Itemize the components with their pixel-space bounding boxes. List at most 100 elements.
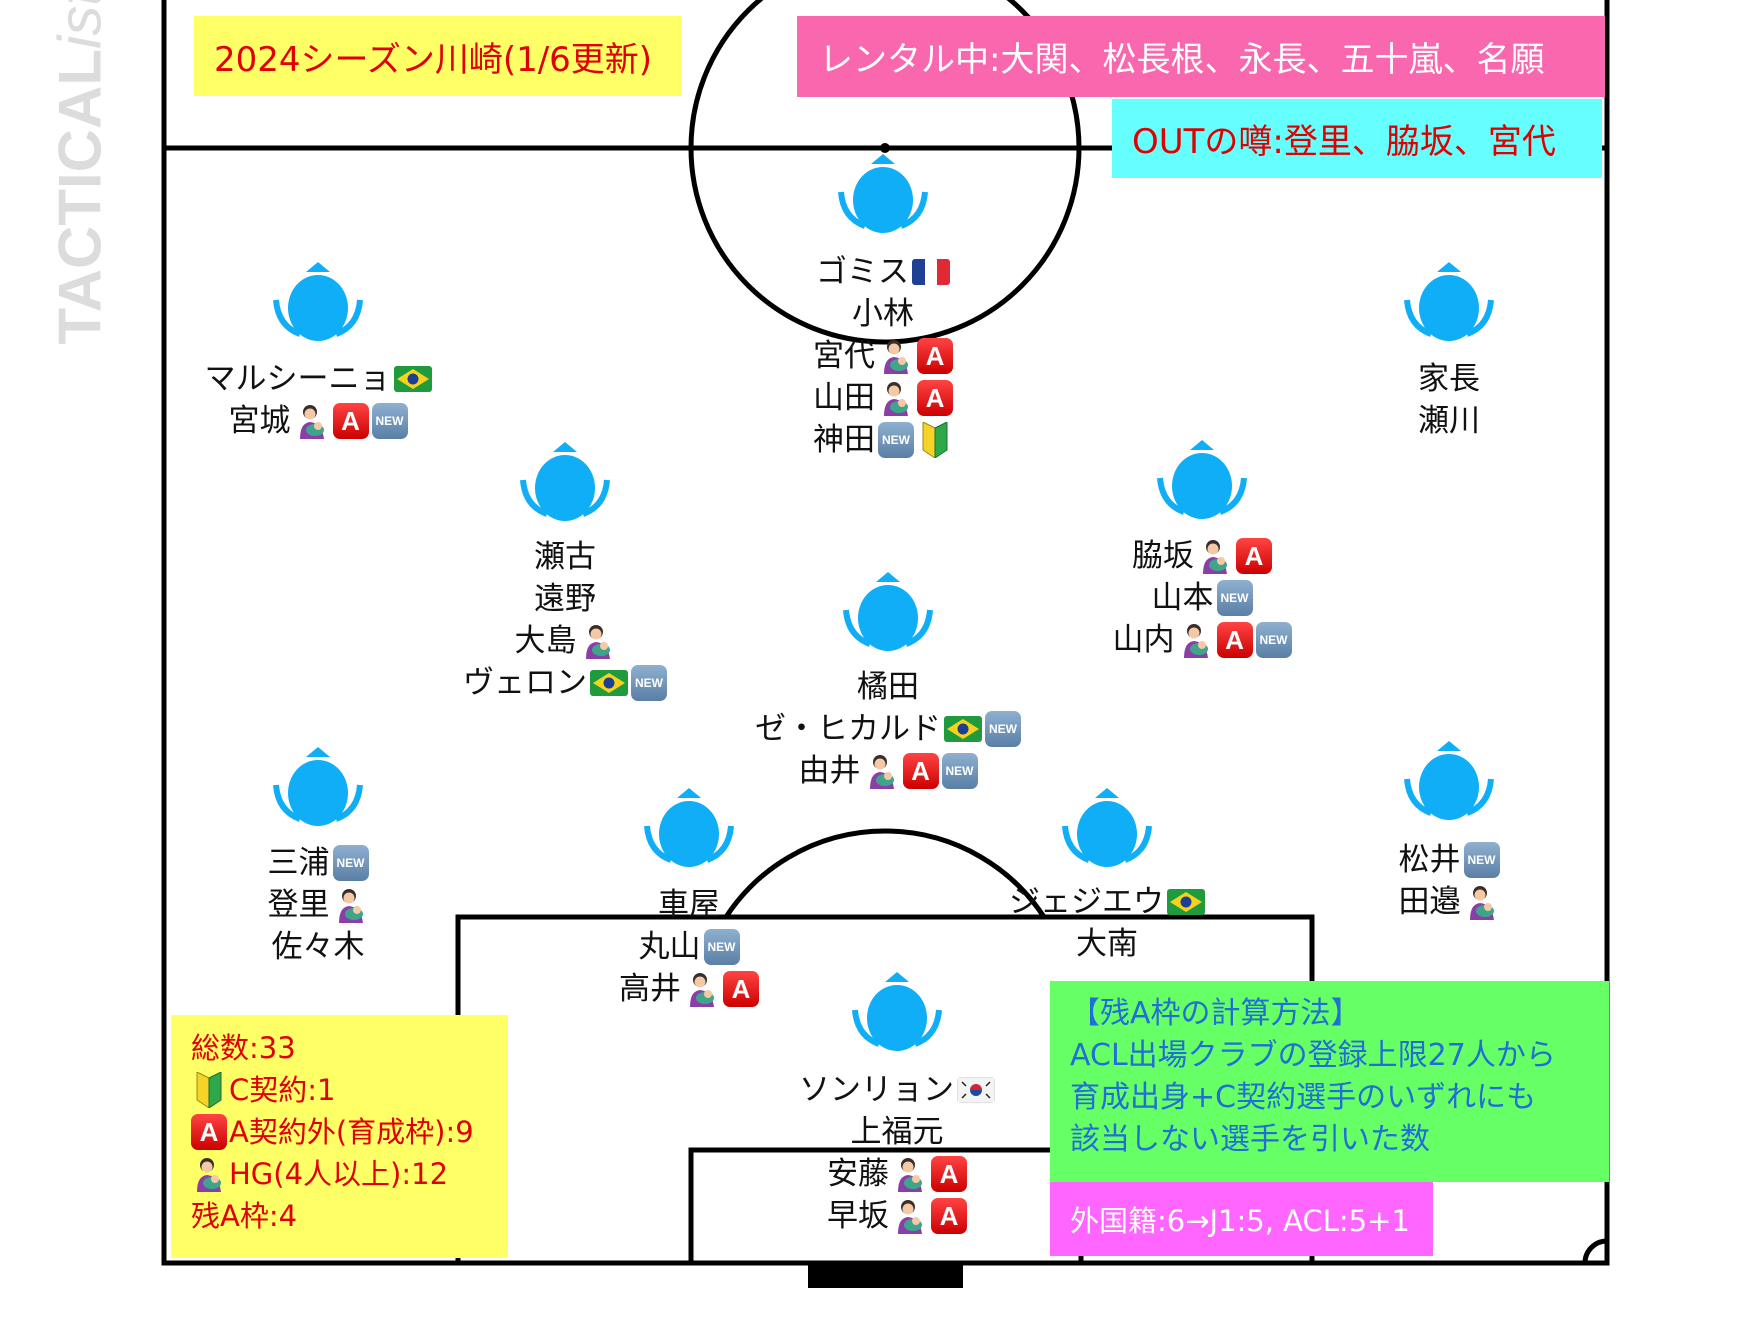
new-badge: NEW xyxy=(878,422,914,458)
a-contract-badge: A xyxy=(191,1114,227,1150)
beginner-mark-icon xyxy=(191,1072,227,1108)
player-entry: 早坂 A xyxy=(697,1195,1097,1237)
france-flag-icon xyxy=(912,259,950,285)
stat-text: 残A枠:4 xyxy=(191,1199,298,1233)
player-marker-icon xyxy=(1154,440,1250,526)
brazil-flag-icon xyxy=(944,716,982,742)
calc-note-box: 【残A枠の計算方法】 ACL出場クラブの登録上限27人から 育成出身+C契約選手… xyxy=(1050,981,1609,1182)
center-circle xyxy=(688,0,1082,345)
homegrown-icon xyxy=(294,403,330,439)
player-name: ゴミス xyxy=(816,254,909,290)
stat-line: 総数:33 xyxy=(191,1027,508,1069)
a-contract-badge: A xyxy=(917,380,953,416)
player-name: 大南 xyxy=(1076,926,1138,962)
player-name: 田邉 xyxy=(1398,884,1461,920)
player-name: 三浦 xyxy=(267,845,330,881)
penalty-arc xyxy=(723,828,1047,919)
new-badge: NEW xyxy=(332,845,369,881)
goal xyxy=(808,1263,963,1288)
rental-banner: レンタル中:大関、松長根、永長、五十嵐、名願 xyxy=(797,16,1605,97)
player-entry: 山田 A xyxy=(683,377,1083,419)
player-name: 佐々木 xyxy=(271,929,365,965)
player-entry: 佐々木 xyxy=(118,926,518,968)
player-marker-icon xyxy=(1401,741,1497,827)
a-contract-badge: A xyxy=(917,338,953,374)
player-name: 山本 xyxy=(1151,580,1214,616)
title-text: 2024シーズン川崎(1/6更新) xyxy=(214,39,653,80)
new-badge: NEW xyxy=(371,403,408,439)
player-name: 宮城 xyxy=(228,403,291,439)
homegrown-icon xyxy=(580,623,616,659)
player-name: 家長 xyxy=(1418,361,1480,397)
player-entry: 車屋 xyxy=(489,884,889,926)
player-entry: 田邉 xyxy=(1249,881,1649,923)
tacticalista-watermark: TACTICALista xyxy=(46,0,114,345)
new-badge: NEW xyxy=(1216,580,1253,616)
player-entry: 小林 xyxy=(683,293,1083,335)
korea-flag-icon xyxy=(957,1077,995,1103)
stat-line: 残A枠:4 xyxy=(191,1195,508,1237)
player-name: 安藤 xyxy=(827,1156,889,1192)
player-entry: 大島 xyxy=(365,620,765,662)
new-badge: NEW xyxy=(631,665,667,701)
player-name: 早坂 xyxy=(827,1198,889,1234)
title-banner: 2024シーズン川崎(1/6更新) xyxy=(194,16,682,96)
player-marker-icon xyxy=(1059,788,1155,874)
player-name-list: 家長瀬川 xyxy=(1249,358,1649,442)
player-name: 登里 xyxy=(267,887,330,923)
player-entry: 家長 xyxy=(1249,358,1649,400)
player-name: 車屋 xyxy=(658,887,720,923)
stat-text: 総数:33 xyxy=(191,1031,296,1065)
stat-line: C契約:1 xyxy=(191,1069,508,1111)
brazil-flag-icon xyxy=(393,366,432,392)
player-name: 小林 xyxy=(852,296,914,332)
player-name-list: ジェジエウ大南 xyxy=(907,881,1307,965)
a-contract-badge: A xyxy=(332,403,369,439)
rumor-text: OUTの噂:登里、脇坂、宮代 xyxy=(1132,122,1556,162)
player-name: 遠野 xyxy=(534,581,596,617)
player-name: ジェジエウ xyxy=(1009,884,1164,920)
new-badge: NEW xyxy=(985,711,1021,747)
player-entry: 瀬古 xyxy=(365,536,765,578)
player-name: 瀬古 xyxy=(534,539,596,575)
brazil-flag-icon xyxy=(1167,889,1205,915)
player-name: 松井 xyxy=(1398,842,1461,878)
player-entry: 登里 xyxy=(118,884,518,926)
player-entry: ゴミス xyxy=(683,251,1083,293)
rental-text: レンタル中:大関、松長根、永長、五十嵐、名願 xyxy=(819,40,1545,80)
player-entry: ジェジエウ xyxy=(907,881,1307,923)
homegrown-icon xyxy=(1197,538,1233,574)
stat-text: A契約外(育成枠):9 xyxy=(229,1115,474,1149)
player-entry: 瀬川 xyxy=(1249,400,1649,442)
calc-note-line: 該当しない選手を引いた数 xyxy=(1070,1122,1430,1157)
player-marker-icon xyxy=(840,572,936,658)
player-marker-icon xyxy=(270,262,366,348)
a-contract-badge: A xyxy=(1236,538,1272,574)
calc-note-line: 育成出身+C契約選手のいずれにも xyxy=(1070,1080,1537,1115)
beginner-mark-icon xyxy=(917,422,953,458)
player-name: 山内 xyxy=(1112,622,1175,658)
a-contract-badge: A xyxy=(931,1198,967,1234)
player-name: 大島 xyxy=(514,623,577,659)
player-name: 山田 xyxy=(813,380,875,416)
player-marker-icon xyxy=(849,972,945,1058)
player-name: マルシーニョ xyxy=(204,361,391,397)
homegrown-icon xyxy=(878,338,914,374)
